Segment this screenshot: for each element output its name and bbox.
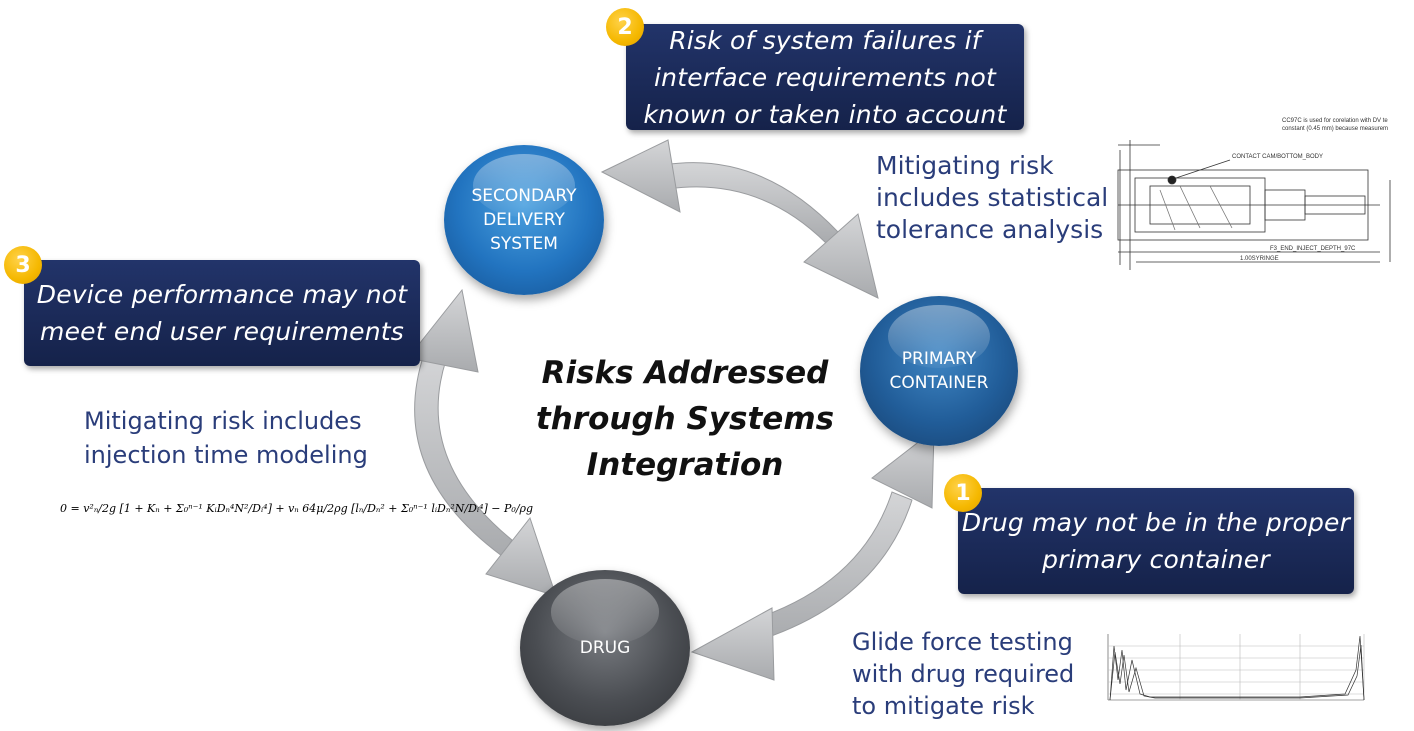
mitigation-line: Mitigating risk includes: [84, 407, 362, 435]
risk-text-line: primary container: [1042, 545, 1270, 574]
risk-box-1: Drug may not be in the proper primary co…: [958, 488, 1354, 594]
mitigation-injection-time: Mitigating risk includes injection time …: [84, 404, 404, 472]
arrow-secondary-drug: [407, 288, 557, 597]
mitigation-line: injection time modeling: [84, 441, 368, 469]
arrow-primary-drug: [690, 428, 935, 681]
center-title-line: through Systems: [535, 401, 835, 437]
risk-text-line: interface requirements not: [654, 62, 996, 92]
risk-text-line: Risk of system failures if: [669, 25, 981, 55]
node-label-line: PRIMARY: [901, 349, 977, 369]
mitigation-glide-force: Glide force testing with drug required t…: [852, 626, 1092, 722]
node-label-line: CONTAINER: [889, 373, 989, 393]
risk-box-3: Device performance may not meet end user…: [24, 260, 420, 366]
arrow-secondary-primary: [600, 139, 879, 299]
risk-number-badge-3: 3: [4, 246, 42, 284]
node-label-line: SECONDARY: [471, 186, 577, 206]
risk-number-badge-2: 2: [606, 8, 644, 46]
mitigation-line: tolerance analysis: [876, 215, 1104, 244]
node-label-line: DRUG: [579, 638, 631, 658]
drug-node: DRUG: [520, 570, 690, 726]
center-title-line: Risks Addressed: [541, 355, 829, 391]
mitigation-tolerance-analysis: Mitigating risk includes statistical tol…: [876, 150, 1116, 246]
drawing-syringe-label: 1.00SYRINGE: [1240, 256, 1279, 262]
secondary-delivery-system-node: SECONDARY DELIVERY SYSTEM: [444, 145, 604, 295]
drawing-depth-label: F3_END_INJECT_DEPTH_97C: [1270, 246, 1356, 252]
risk-box-2: Risk of system failures if interface req…: [626, 24, 1024, 130]
mitigation-line: Glide force testing: [852, 628, 1073, 656]
node-label-line: SYSTEM: [490, 234, 558, 254]
mitigation-line: to mitigate risk: [852, 692, 1035, 720]
primary-container-node: PRIMARY CONTAINER: [860, 296, 1018, 446]
node-label-line: DELIVERY: [483, 210, 565, 230]
drawing-note-line: CC97C is used for corelation with DV te: [1282, 118, 1388, 124]
center-title: Risks Addressed through Systems Integrat…: [530, 350, 840, 488]
risk-text-line: known or taken into account: [643, 99, 1007, 129]
center-title-line: Integration: [586, 447, 784, 483]
drawing-note-line: constant (0.45 mm) because measurem: [1282, 126, 1388, 132]
mitigation-line: with drug required: [852, 660, 1075, 688]
injection-time-equation: 0 = v²ₙ/2g [1 + Kₙ + Σ₀ⁿ⁻¹ KᵢDₙ⁴N²/Dᵢ⁴] …: [60, 502, 534, 515]
mitigation-line: includes statistical: [876, 183, 1109, 212]
risk-text-line: Drug may not be in the proper: [961, 508, 1351, 537]
mitigation-line: Mitigating risk: [876, 151, 1054, 180]
drawing-contact-label: CONTACT CAM/BOTTOM_BODY: [1232, 154, 1323, 160]
risk-text-line: meet end user requirements: [40, 317, 404, 346]
risk-text-line: Device performance may not: [36, 280, 408, 309]
risk-number-badge-1: 1: [944, 474, 982, 512]
